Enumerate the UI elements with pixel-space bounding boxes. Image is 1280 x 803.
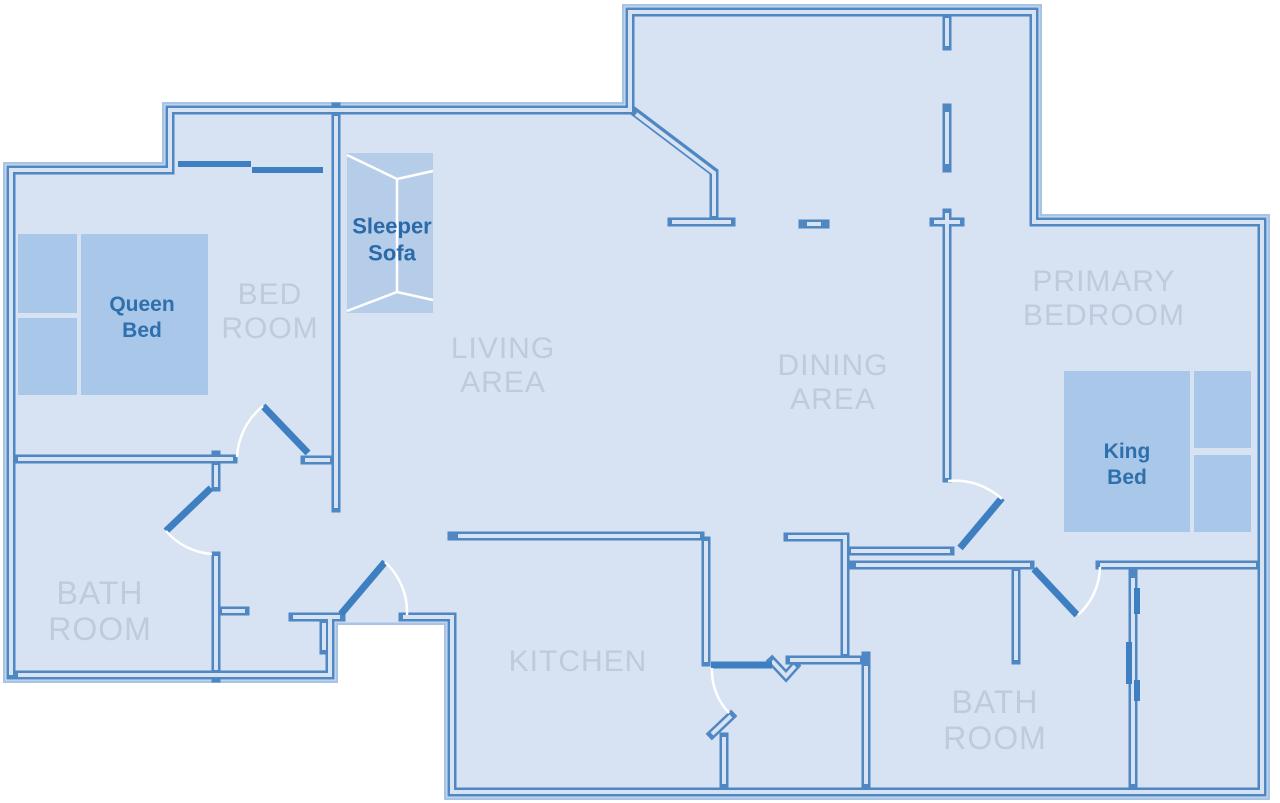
bathroom-left-door: [163, 485, 214, 534]
closet-sliding-door: [178, 161, 323, 173]
queen-bed-nightstand-top: [18, 234, 77, 313]
queen-bed-nightstand-bottom: [18, 318, 77, 395]
king-bed: [1064, 371, 1190, 532]
bathroom-right-door: [1031, 566, 1080, 618]
exterior-wall-core: [9, 10, 1264, 794]
closet-bypass-door: [1126, 588, 1140, 701]
interior-wall-core: [18, 18, 1256, 784]
queen-bed: [81, 234, 208, 395]
door-swing-arcs: [165, 405, 1102, 714]
king-bed-nightstand-bottom: [1194, 455, 1251, 532]
furniture: [18, 153, 1251, 532]
entry-door: [338, 559, 388, 617]
sleeper-sofa: [347, 153, 433, 313]
floor-fill: [11, 12, 1262, 792]
primary-bedroom-door: [957, 495, 1005, 551]
doors: [163, 403, 1080, 669]
sleeper-sofa-perspective-lines: [346, 153, 434, 313]
king-bed-nightstand-top: [1194, 371, 1251, 448]
bedroom-door: [260, 403, 311, 456]
